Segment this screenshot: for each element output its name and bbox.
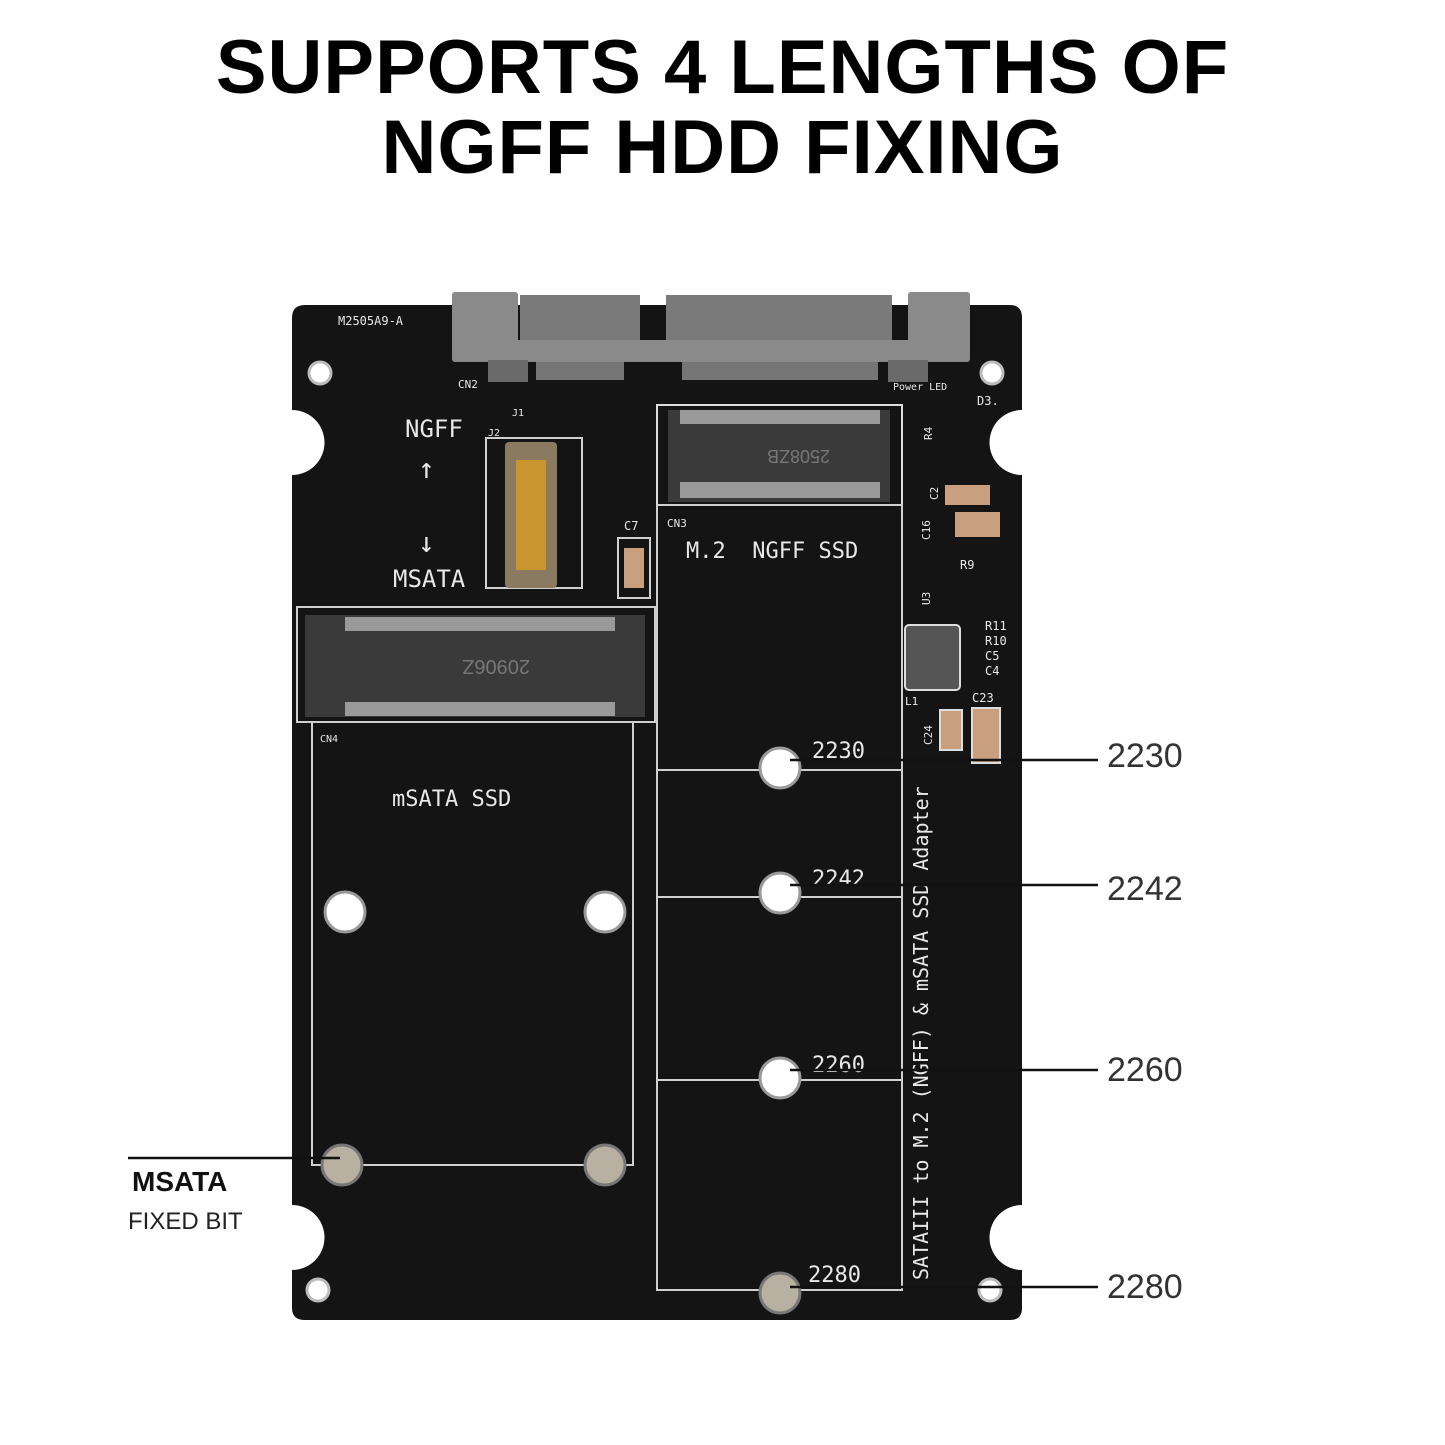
label-connector-msata: 20906Z (462, 655, 530, 677)
label-r10: R10 (985, 634, 1007, 648)
label-r11: R11 (985, 619, 1007, 633)
label-u3: U3 (920, 592, 933, 605)
label-c7: C7 (624, 519, 638, 533)
label-pos-2280: 2280 (808, 1263, 861, 1288)
label-msata: MSATA (393, 565, 466, 593)
label-cn4: CN4 (320, 734, 338, 745)
label-power-led: Power LED (893, 382, 947, 393)
label-cn3: CN3 (667, 517, 687, 530)
board-model: M2505A9-A (338, 314, 404, 328)
label-cn2: CN2 (458, 378, 478, 391)
label-r4: R4 (922, 426, 935, 440)
label-r9: R9 (960, 558, 974, 572)
callout-lines (128, 758, 1098, 1289)
label-d3: D3. (977, 394, 999, 408)
label-l1: L1 (905, 695, 918, 708)
label-side-text: SATAIII to M.2 (NGFF) & mSATA SSD Adapte… (909, 786, 933, 1280)
label-c23: C23 (972, 691, 994, 705)
label-c16: C16 (920, 520, 933, 540)
label-pos-2242: 2242 (812, 867, 865, 892)
label-connector-ngff: 2508ZB (767, 446, 830, 466)
sata-connector (452, 292, 970, 382)
headline-line-2: NGFF HDD FIXING (381, 105, 1064, 190)
label-j1: J1 (512, 408, 524, 419)
label-ngff: NGFF (405, 415, 463, 443)
label-msata-ssd: mSATA SSD (392, 787, 511, 812)
label-c2: C2 (928, 487, 941, 500)
callout-2242: 2242 (1107, 870, 1183, 908)
msata-fixed-subtitle: FIXED BIT (128, 1208, 243, 1235)
callout-2230: 2230 (1107, 737, 1183, 775)
headline-line-1: SUPPORTS 4 LENGTHS OF (215, 25, 1230, 110)
callout-2260: 2260 (1107, 1051, 1183, 1089)
msata-connector (305, 615, 645, 717)
callout-2280: 2280 (1107, 1268, 1183, 1306)
msata-fixed-title: MSATA (132, 1166, 228, 1197)
label-j2: J2 (488, 428, 500, 439)
label-pos-2260: 2260 (812, 1053, 865, 1078)
ssd-holes (323, 746, 802, 1100)
screw-icon (320, 1143, 802, 1315)
label-c4: C4 (985, 664, 999, 678)
label-c5: C5 (985, 649, 999, 663)
label-m2-ngff-ssd: M.2 NGFF SSD (686, 539, 858, 564)
arrow-up-icon: ↑ (418, 452, 435, 485)
mounting-holes (305, 360, 1005, 1303)
label-c24: C24 (922, 725, 935, 745)
arrow-down-icon: ↓ (418, 526, 435, 559)
